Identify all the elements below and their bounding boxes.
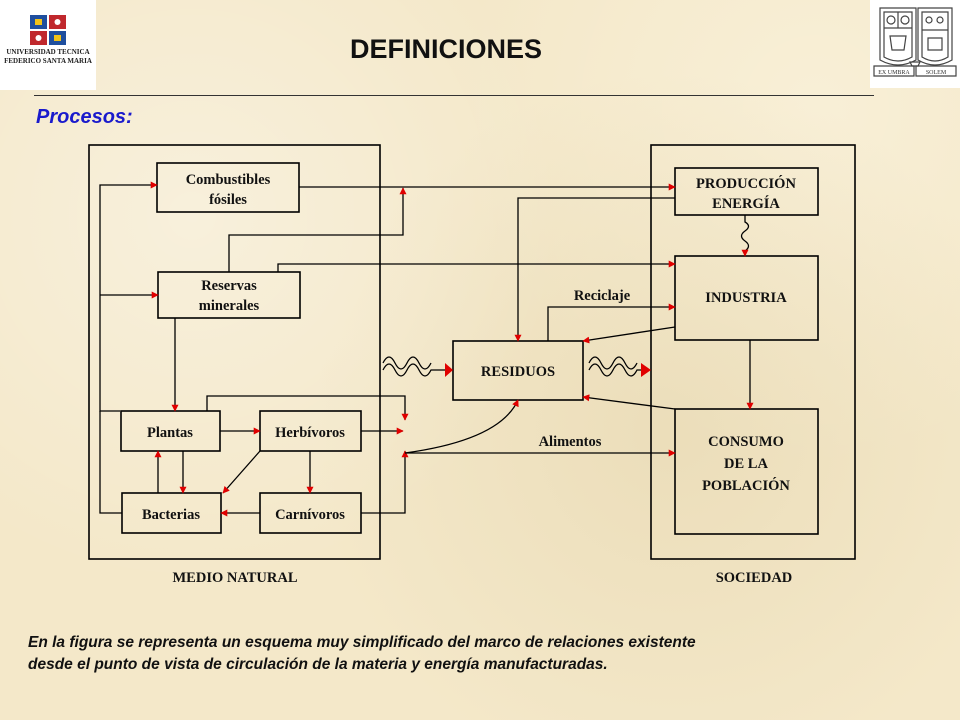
page-title: DEFINICIONES xyxy=(349,34,543,64)
wave-residuos-left xyxy=(382,363,445,377)
coat-of-arms-logo: EX UMBRA SOLEM xyxy=(870,0,960,88)
caption-line-2: desde el punto de vista de circulación d… xyxy=(28,656,608,673)
label-industria: INDUSTRIA xyxy=(705,290,787,306)
wave-arrowhead-left xyxy=(445,363,453,377)
arrow-produccion-residuos xyxy=(514,197,675,342)
box-produccion-energia xyxy=(674,167,819,216)
label-consumo-3: POBLACIÓN xyxy=(702,477,790,494)
label-produccion-1: PRODUCCIÓN xyxy=(696,175,796,192)
banner-left-text: EX UMBRA xyxy=(878,70,910,76)
caption-line-1: En la figura se representa un esquema mu… xyxy=(28,634,696,651)
wave-residuos-right xyxy=(588,363,649,377)
arrow-reciclaje xyxy=(547,303,676,341)
label-plantas: Plantas xyxy=(147,425,193,441)
label-combustibles-1: Combustibles xyxy=(186,172,271,188)
arrow-reservas-up xyxy=(228,187,407,272)
utfsm-crest-icon xyxy=(30,15,66,45)
university-name-line2: FEDERICO SANTA MARIA xyxy=(4,57,92,65)
wave-residuos-right-upper xyxy=(588,356,638,370)
coat-of-arms-icon: EX UMBRA SOLEM xyxy=(873,7,957,77)
arrow-carnivoros-out xyxy=(361,450,409,514)
arrow-to-combustibles xyxy=(99,181,158,412)
label-consumo-1: CONSUMO xyxy=(708,434,784,450)
label-sociedad: SOCIEDAD xyxy=(716,570,793,586)
sociedad-container xyxy=(650,144,856,560)
banner-right-text: SOLEM xyxy=(926,70,947,76)
arrow-consumo-residuos xyxy=(582,394,676,410)
label-alimentos: Alimentos xyxy=(539,434,602,450)
label-herbivoros: Herbívoros xyxy=(275,425,345,441)
university-name-line1: UNIVERSIDAD TECNICA xyxy=(6,48,90,56)
arrow-herbivoros-bacterias xyxy=(222,450,261,494)
arrow-plantas-out xyxy=(206,395,409,421)
arrow-industria-residuos xyxy=(582,326,676,344)
arrow-natural-residuos xyxy=(404,399,519,454)
label-reciclaje: Reciclaje xyxy=(574,288,631,304)
label-reservas-1: Reservas xyxy=(201,278,257,294)
label-combustibles-2: fósiles xyxy=(209,192,247,208)
line-bacterias-loop xyxy=(99,411,122,514)
university-logo: UNIVERSIDAD TECNICA FEDERICO SANTA MARIA xyxy=(0,0,96,90)
label-produccion-2: ENERGÍA xyxy=(712,195,780,212)
wave-arrowhead-right xyxy=(641,363,651,377)
label-bacterias: Bacterias xyxy=(142,507,200,523)
title-divider xyxy=(34,95,874,96)
wave-residuos-left-upper xyxy=(382,356,432,370)
label-reservas-2: minerales xyxy=(199,298,260,314)
label-carnivoros: Carnívoros xyxy=(275,507,345,523)
label-residuos: RESIDUOS xyxy=(481,364,555,380)
arrow-energia-industria xyxy=(740,215,750,257)
figure-caption: En la figura se representa un esquema mu… xyxy=(28,632,948,676)
arrow-reservas-industria xyxy=(277,260,676,272)
label-medio-natural: MEDIO NATURAL xyxy=(173,570,298,586)
section-subtitle: Procesos: xyxy=(36,106,133,128)
medio-natural-container xyxy=(88,144,381,560)
label-consumo-2: DE LA xyxy=(724,456,768,472)
